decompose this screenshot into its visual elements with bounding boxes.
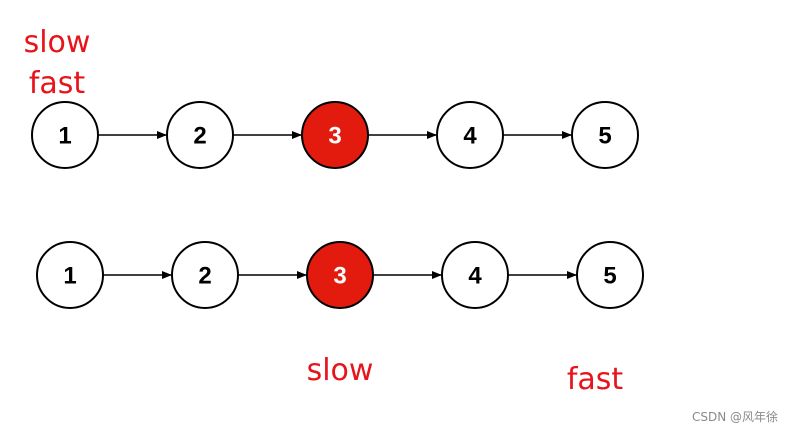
node-circle (166, 101, 234, 169)
node-value: 5 (603, 263, 616, 290)
list-node: 5 (571, 101, 639, 169)
node-value: 1 (58, 123, 71, 150)
list-row-2: 1 2 3 4 5 slow fast (36, 241, 644, 397)
node-value: 2 (193, 123, 206, 150)
list-node: 2 (166, 101, 234, 169)
node-value: 5 (598, 123, 611, 150)
pointer-label-fast: fast (29, 66, 86, 101)
pointer-label-slow: slow (24, 25, 91, 60)
node-circle (436, 101, 504, 169)
list-node: 4 (441, 241, 509, 309)
node-value: 1 (63, 263, 76, 290)
node-circle (36, 241, 104, 309)
pointer-label-fast: fast (567, 362, 624, 397)
node-circle (171, 241, 239, 309)
watermark: CSDN @风年徐 (692, 409, 778, 424)
list-node: 1 (36, 241, 104, 309)
list-node: 3 (306, 241, 374, 309)
list-node: 2 (171, 241, 239, 309)
node-circle (571, 101, 639, 169)
node-value: 3 (333, 263, 346, 290)
list-row-1: 1 2 3 4 5 slow fast (24, 25, 639, 169)
list-node: 1 (31, 101, 99, 169)
node-circle (441, 241, 509, 309)
node-value: 2 (198, 263, 211, 290)
pointer-label-slow: slow (307, 353, 374, 388)
node-value: 3 (328, 123, 341, 150)
node-value: 4 (468, 263, 482, 290)
node-value: 4 (463, 123, 477, 150)
node-circle-highlighted (306, 241, 374, 309)
list-node: 3 (301, 101, 369, 169)
node-circle (576, 241, 644, 309)
node-circle-highlighted (301, 101, 369, 169)
list-node: 5 (576, 241, 644, 309)
node-circle (31, 101, 99, 169)
list-node: 4 (436, 101, 504, 169)
